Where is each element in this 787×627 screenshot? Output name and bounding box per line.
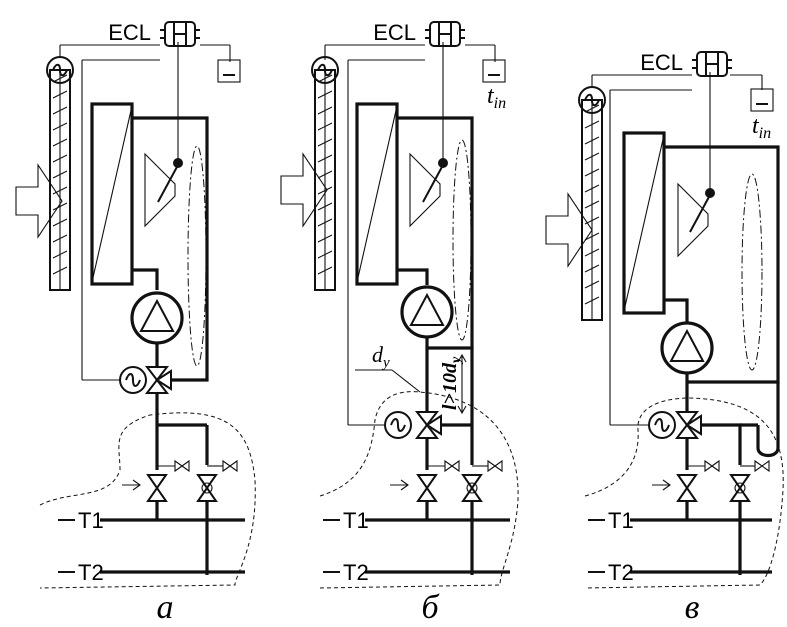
balancing-valve-icon-c xyxy=(677,474,697,502)
damper-icon-c xyxy=(677,183,709,257)
scheme-c: ECL tin T1 T2 в xyxy=(545,50,784,626)
hand-valve-icon-2 xyxy=(222,460,238,472)
temperature-sensor-icon xyxy=(217,59,241,83)
hand-valve-icon-b xyxy=(444,460,460,472)
temperature-sensor-icon-c xyxy=(750,88,774,112)
fan-motor-icon xyxy=(46,56,74,84)
heater-coil-icon xyxy=(90,102,134,286)
heater-coil-icon-b xyxy=(355,102,399,286)
air-filter-icon-b xyxy=(314,69,336,291)
sensor-label-c: tin xyxy=(752,113,771,142)
heater-coil-icon-c xyxy=(622,131,666,315)
air-inlet-arrow-icon-b xyxy=(280,153,328,227)
damper-icon xyxy=(144,153,176,227)
hand-valve-icon xyxy=(174,460,190,472)
hand-valve-icon-b2 xyxy=(487,460,503,472)
damper-icon-b xyxy=(409,153,441,227)
hand-valve-icon-c xyxy=(704,460,720,472)
supply-label-c: T1 xyxy=(608,508,634,533)
air-inlet-arrow-icon-c xyxy=(545,193,593,267)
controller-label-b: ECL xyxy=(373,20,416,45)
controller-icon-b xyxy=(424,21,466,47)
controller-label-c: ECL xyxy=(640,50,683,75)
supply-label-b: T1 xyxy=(343,508,369,533)
balancing-valve-icon-b xyxy=(417,474,437,502)
valve-actuator-icon-b xyxy=(384,411,412,439)
return-label-c: T2 xyxy=(608,560,634,585)
return-label-b: T2 xyxy=(343,560,369,585)
scheme-b: dy l>10dy ECL tin T1 T2 б xyxy=(280,20,519,626)
caption-c: в xyxy=(685,589,700,626)
controller-icon-c xyxy=(691,51,733,77)
air-inlet-arrow-icon xyxy=(15,164,63,238)
sensor-label-b: tin xyxy=(487,83,506,112)
temperature-sensor-icon-b xyxy=(482,59,506,83)
circulation-pump-icon-b xyxy=(400,285,454,339)
fan-motor-icon-b xyxy=(311,56,339,84)
controller-icon xyxy=(159,21,201,47)
hand-valve-icon-c2 xyxy=(754,460,770,472)
mixing-valve-icon-b xyxy=(416,411,442,439)
return-label-a: T2 xyxy=(78,560,104,585)
mixing-valve-icon xyxy=(146,366,172,394)
valve-actuator-icon xyxy=(119,366,147,394)
valve-actuator-icon-c xyxy=(648,411,676,439)
diameter-label: dy xyxy=(372,342,390,371)
controller-label-a: ECL xyxy=(108,20,151,45)
fan-motor-icon-c xyxy=(578,86,606,114)
scheme-a: ECL T1 T2 а xyxy=(15,20,256,626)
air-filter-icon xyxy=(49,69,71,291)
mixing-valve-icon-c xyxy=(676,411,702,439)
caption-a: а xyxy=(157,589,174,626)
supply-label-a: T1 xyxy=(78,508,104,533)
circulation-pump-icon xyxy=(130,291,184,345)
balancing-valve-icon xyxy=(147,474,167,502)
caption-b: б xyxy=(421,589,440,626)
length-label: l>10dy xyxy=(439,356,464,410)
air-filter-icon-c xyxy=(581,99,603,321)
circulation-pump-icon-c xyxy=(660,321,714,375)
